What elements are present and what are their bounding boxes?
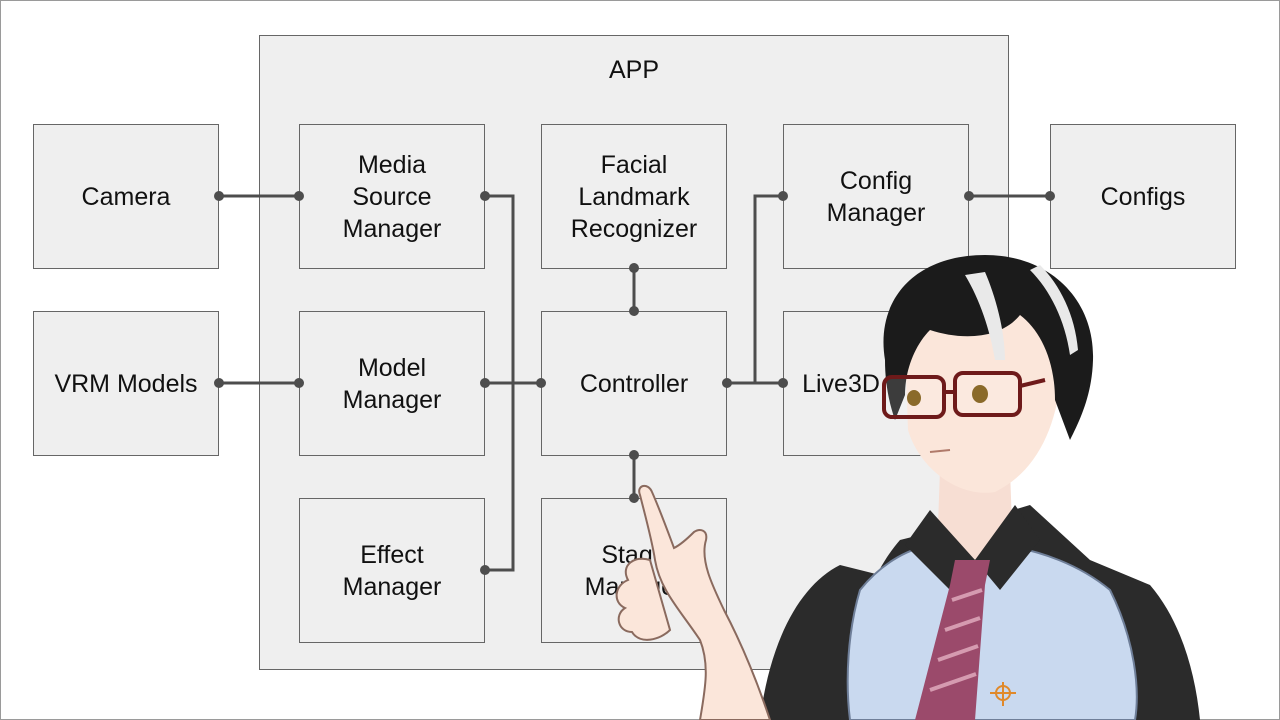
controller-box: Controller [541,311,727,456]
avatar-hair [883,255,1094,440]
config-manager-box: Config Manager [783,124,969,269]
avatar-eye-left [907,390,921,406]
avatar-hand [638,484,772,720]
model-manager-box: Model Manager [299,311,485,456]
facial-landmark-recognizer-box: Facial Landmark Recognizer [541,124,727,269]
avatar-hair-highlight [965,265,1078,360]
app-label: APP [608,56,660,84]
avatar-badge-icon [990,682,1016,706]
camera-box: Camera [33,124,219,269]
vrm-models-box: VRM Models [33,311,219,456]
avatar-tie [915,560,990,720]
avatar-eye-right [972,385,988,403]
avatar-collar [905,505,1040,595]
avatar-fingers [615,557,672,641]
effect-manager-box: Effect Manager [299,498,485,643]
avatar-mouth [929,449,951,453]
avatar-tie-stripes [929,588,983,692]
